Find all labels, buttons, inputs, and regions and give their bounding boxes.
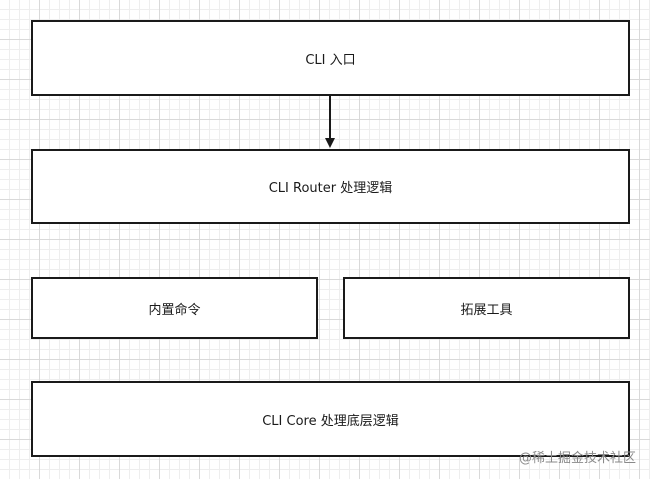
cli-router-label: CLI Router 处理逻辑 [268,181,393,196]
extension-tools-node: 拓展工具 [343,277,630,339]
cli-router-node: CLI Router 处理逻辑 [31,149,630,224]
arrowhead-icon [325,138,335,148]
watermark: @稀土掘金技术社区 [518,451,636,466]
extension-tools-label: 拓展工具 [460,302,513,318]
cli-core-label: CLI Core 处理底层逻辑 [262,413,399,429]
cli-core-node: CLI Core 处理底层逻辑 [31,381,630,457]
cli-entry-node: CLI 入口 [31,20,630,96]
builtin-commands-label: 内置命令 [148,302,201,318]
builtin-commands-node: 内置命令 [31,277,318,339]
cli-entry-label: CLI 入口 [305,52,356,68]
